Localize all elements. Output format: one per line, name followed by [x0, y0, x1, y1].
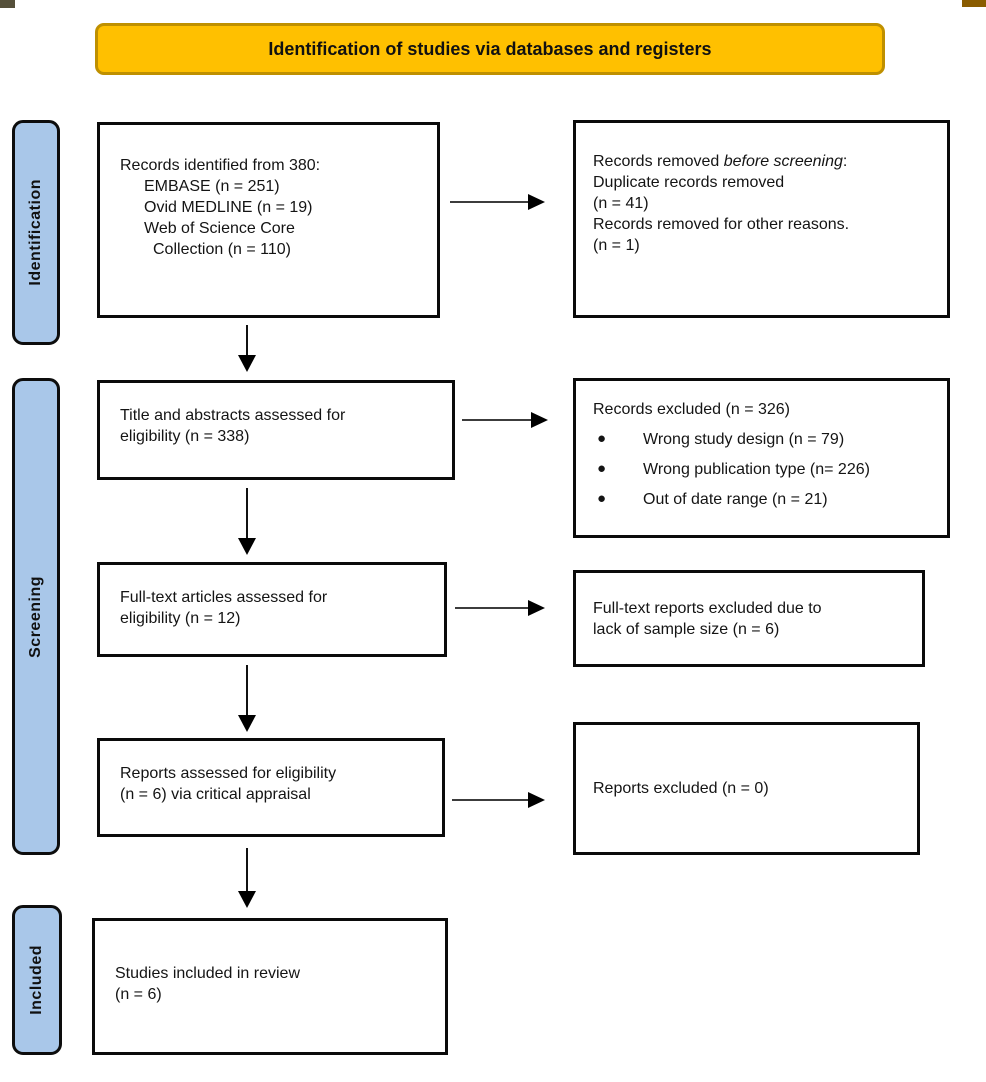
records-removed-title: Records removed before screening:: [593, 151, 939, 172]
bullet-icon: ●: [597, 430, 607, 448]
arrow-reports-to-included: [238, 848, 256, 908]
records-removed-line: Records removed for other reasons.: [593, 216, 850, 234]
fulltext-excluded-line: Full-text reports excluded due to: [593, 600, 822, 617]
records-excluded-reason: Wrong publication type (n= 226): [643, 461, 870, 479]
stage-included-label: Included: [28, 945, 45, 1015]
arrow-line: [246, 848, 248, 891]
arrow-head-icon: [238, 355, 256, 372]
arrow-head-icon: [528, 194, 545, 210]
arrow-line: [246, 665, 248, 715]
fulltext-excluded-line: lack of sample size (n = 6): [593, 621, 780, 639]
records-identified-source: Ovid MEDLINE (n = 19): [144, 199, 313, 217]
fulltext-assessed-line: eligibility (n = 12): [120, 610, 241, 628]
records-excluded-reason: Wrong study design (n = 79): [643, 431, 845, 449]
arrow-line: [452, 799, 528, 801]
arrow-head-icon: [238, 715, 256, 732]
bullet-icon: ●: [597, 460, 607, 478]
records-identified-title: Records identified from 380:: [120, 157, 321, 174]
records-identified-box: Records identified from 380: EMBASE (n =…: [97, 122, 440, 318]
stage-identification-label: Identification: [27, 179, 44, 286]
studies-included-box: Studies included in review (n = 6): [92, 918, 448, 1055]
arrow-head-icon: [238, 538, 256, 555]
arrow-identified-to-removed: [450, 194, 545, 210]
stage-included: Included: [12, 905, 62, 1055]
records-excluded-title: Records excluded (n = 326): [593, 401, 790, 418]
fulltext-assessed-line: Full-text articles assessed for: [120, 589, 328, 606]
arrow-titles-to-excluded: [462, 412, 548, 428]
records-identified-source: EMBASE (n = 251): [144, 178, 280, 196]
studies-included-line: Studies included in review: [115, 965, 300, 982]
arrow-line: [246, 488, 248, 538]
records-excluded-box: Records excluded (n = 326) ● Wrong study…: [573, 378, 950, 538]
reports-assessed-box: Reports assessed for eligibility (n = 6)…: [97, 738, 445, 837]
records-excluded-bullet-row: ● Wrong study design (n = 79): [593, 429, 939, 450]
fulltext-assessed-box: Full-text articles assessed for eligibil…: [97, 562, 447, 657]
header-title: Identification of studies via databases …: [268, 38, 712, 59]
records-removed-line: (n = 1): [593, 237, 640, 255]
reports-excluded-box: Reports excluded (n = 0): [573, 722, 920, 855]
reports-excluded-text: Reports excluded (n = 0): [593, 779, 769, 797]
arrow-head-icon: [238, 891, 256, 908]
crop-artifact-top-left: [0, 0, 15, 8]
arrow-fulltext-to-reports: [238, 665, 256, 732]
stage-screening: Screening: [12, 378, 60, 855]
records-excluded-reason: Out of date range (n = 21): [643, 491, 828, 509]
arrow-fulltext-to-excluded: [455, 600, 545, 616]
titles-assessed-line: eligibility (n = 338): [120, 428, 250, 446]
reports-assessed-line: Reports assessed for eligibility: [120, 765, 337, 782]
arrow-head-icon: [528, 792, 545, 808]
records-excluded-bullet-row: ● Out of date range (n = 21): [593, 489, 939, 510]
arrow-reports-to-excluded: [452, 792, 545, 808]
studies-included-line: (n = 6): [115, 986, 162, 1004]
arrow-titles-to-fulltext: [238, 488, 256, 555]
titles-assessed-line: Title and abstracts assessed for: [120, 407, 346, 424]
header-banner: Identification of studies via databases …: [95, 23, 885, 75]
arrow-head-icon: [528, 600, 545, 616]
stage-screening-label: Screening: [27, 575, 44, 658]
arrow-line: [455, 607, 528, 609]
reports-assessed-line: (n = 6) via critical appraisal: [120, 786, 311, 804]
records-excluded-bullet-row: ● Wrong publication type (n= 226): [593, 459, 939, 480]
records-identified-source: Collection (n = 110): [153, 241, 291, 259]
arrow-identified-to-titles: [238, 325, 256, 372]
records-removed-title-prefix: Records removed: [593, 153, 724, 170]
arrow-head-icon: [531, 412, 548, 428]
arrow-line: [450, 201, 528, 203]
records-removed-title-emphasis: before screening: [723, 153, 843, 170]
bullet-icon: ●: [597, 490, 607, 508]
records-identified-source: Web of Science Core: [144, 220, 295, 238]
arrow-line: [246, 325, 248, 355]
titles-assessed-box: Title and abstracts assessed for eligibi…: [97, 380, 455, 480]
records-removed-title-suffix: :: [842, 153, 848, 170]
stage-identification: Identification: [12, 120, 60, 345]
fulltext-excluded-box: Full-text reports excluded due to lack o…: [573, 570, 925, 667]
records-removed-line: Duplicate records removed: [593, 174, 785, 192]
records-removed-line: (n = 41): [593, 195, 649, 213]
arrow-line: [462, 419, 531, 421]
records-removed-box: Records removed before screening: Duplic…: [573, 120, 950, 318]
crop-artifact-top-right: [962, 0, 986, 7]
